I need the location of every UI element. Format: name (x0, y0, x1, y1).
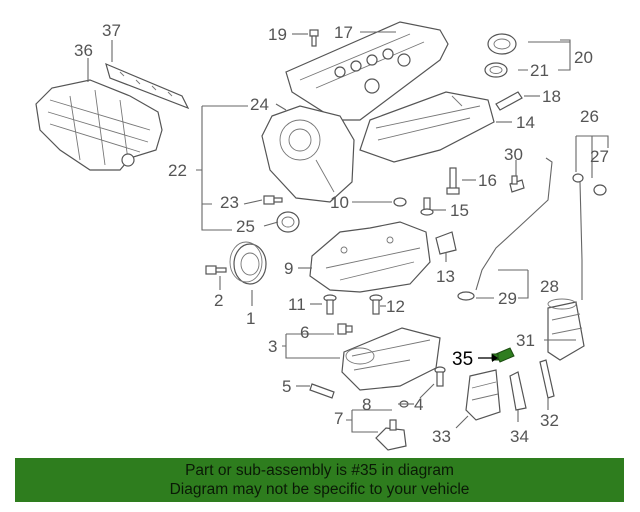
part-bolt-23[interactable] (263, 195, 283, 205)
part-5[interactable] (309, 383, 335, 399)
callout-5: 5 (282, 377, 291, 396)
exploded-parts-diagram: 37 36 19 17 20 21 18 24 14 26 22 30 27 1… (35, 21, 609, 451)
part-bolt-16[interactable] (446, 167, 460, 195)
part-cap-seal[interactable] (484, 62, 508, 78)
callout-17: 17 (334, 23, 353, 42)
callout-29: 29 (498, 289, 517, 308)
part-pulley-1[interactable] (229, 241, 267, 285)
callout-3: 3 (268, 337, 277, 356)
part-oil-pan[interactable] (341, 327, 441, 391)
callout-18: 18 (542, 87, 561, 106)
callout-7: 7 (334, 409, 343, 428)
callout-15: 15 (450, 201, 469, 220)
info-banner: Part or sub-assembly is #35 in diagram D… (15, 458, 624, 502)
callout-32: 32 (540, 411, 559, 430)
callout-24: 24 (250, 95, 269, 114)
callout-35: 35 (452, 349, 473, 370)
callout-30: 30 (504, 145, 523, 164)
callout-27: 27 (590, 147, 609, 166)
part-13[interactable] (435, 231, 457, 255)
callout-31: 31 (516, 331, 535, 350)
callout-25: 25 (236, 217, 255, 236)
callout-36: 36 (74, 41, 93, 60)
part-27[interactable] (593, 184, 607, 196)
part-intake-gasket[interactable] (105, 62, 190, 110)
part-bolt-12[interactable] (369, 294, 383, 315)
part-35-highlighted[interactable] (491, 347, 515, 363)
callout-8: 8 (362, 395, 371, 414)
callout-4: 4 (414, 395, 423, 414)
callout-28: 28 (540, 277, 559, 296)
part-washer-10[interactable] (393, 197, 407, 207)
part-bolt-4[interactable] (434, 366, 446, 387)
callout-26: 26 (580, 107, 599, 126)
part-oring-29[interactable] (457, 291, 475, 301)
callout-20: 20 (574, 48, 593, 67)
callout-33: 33 (432, 427, 451, 446)
part-32[interactable] (539, 359, 555, 399)
part-valve-cover[interactable] (285, 21, 449, 121)
part-34[interactable] (509, 371, 527, 411)
callout-10: 10 (330, 193, 349, 212)
part-oil-cooler[interactable] (465, 369, 501, 421)
part-oil-filter[interactable] (547, 298, 585, 361)
part-sensor-30[interactable] (509, 175, 525, 193)
callout-1: 1 (246, 309, 255, 328)
callout-12: 12 (386, 297, 405, 316)
callout-37: 37 (102, 21, 121, 40)
part-7[interactable] (375, 419, 407, 451)
callout-14: 14 (516, 113, 535, 132)
leader-lines (87, 31, 609, 433)
part-bolt-15[interactable] (420, 197, 434, 216)
part-dipstick-tube[interactable] (475, 157, 553, 291)
part-oil-filler-cap[interactable] (487, 33, 517, 55)
part-bolt-11[interactable] (323, 294, 337, 315)
part-timing-cover[interactable] (261, 105, 355, 203)
callout-19: 19 (268, 25, 287, 44)
callout-34: 34 (510, 427, 529, 446)
callout-6: 6 (300, 323, 309, 342)
part-bolt-2[interactable] (205, 265, 227, 275)
part-cam-housing[interactable] (359, 91, 495, 163)
part-18[interactable] (495, 91, 523, 111)
part-lower-cover-9[interactable] (309, 221, 431, 293)
part-seal-25[interactable] (276, 211, 300, 233)
callout-23: 23 (220, 193, 239, 212)
part-dipstick[interactable] (572, 173, 584, 300)
callout-13: 13 (436, 267, 455, 286)
part-bolt-19[interactable] (309, 29, 319, 47)
callout-2: 2 (214, 291, 223, 310)
part-intake-manifold[interactable] (35, 79, 163, 171)
callout-21: 21 (530, 61, 549, 80)
part-6[interactable] (337, 323, 353, 335)
banner-line-1: Part or sub-assembly is #35 in diagram (185, 462, 454, 479)
banner-line-2: Diagram may not be specific to your vehi… (169, 481, 470, 498)
callout-11: 11 (288, 295, 306, 314)
callout-22: 22 (168, 161, 187, 180)
callout-16: 16 (478, 171, 497, 190)
callout-9: 9 (284, 259, 293, 278)
callout-labels: 37 36 19 17 20 21 18 24 14 26 22 30 27 1… (74, 21, 609, 446)
